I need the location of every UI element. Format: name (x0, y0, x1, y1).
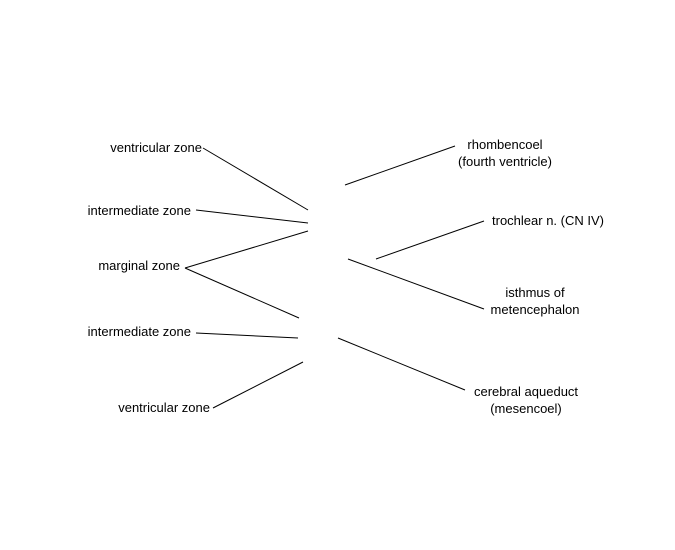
label-intermediate-zone-top: intermediate zone (88, 202, 191, 219)
label-text: ventricular zone (110, 140, 202, 155)
label-text: intermediate zone (87, 203, 191, 218)
leader-line-trochlear-nerve (375, 220, 485, 260)
leader-line-intermediate-zone-bottom (195, 332, 299, 339)
label-line: rhombencoel (467, 137, 543, 152)
label-line: metencephalon (490, 302, 580, 317)
label-line: isthmus of (505, 285, 565, 300)
label-text: intermediate zone (87, 324, 191, 339)
label-text: ventricular zone (118, 400, 210, 415)
leader-line-intermediate-zone-top (195, 209, 309, 224)
label-text: trochlear n. (CN IV) (492, 213, 604, 228)
label-ventricular-zone-bottom: ventricular zone (118, 399, 210, 416)
label-ventricular-zone-top: ventricular zone (110, 139, 202, 156)
label-trochlear-nerve: trochlear n. (CN IV) (492, 212, 604, 229)
leader-line-isthmus (347, 258, 485, 310)
label-text: marginal zone (98, 258, 180, 273)
label-intermediate-zone-bottom: intermediate zone (88, 323, 191, 340)
leader-line-ventricular-zone-bottom (212, 361, 304, 409)
label-line: (fourth ventricle) (458, 154, 552, 169)
label-cerebral-aqueduct: cerebral aqueduct (mesencoel) (474, 383, 578, 417)
leader-line-ventricular-zone-top (202, 147, 309, 211)
label-line: (mesencoel) (490, 401, 562, 416)
leader-line-rhombencoel (344, 145, 456, 186)
leader-line-marginal-zone-lower (184, 267, 300, 319)
label-rhombencoel: rhombencoel (fourth ventricle) (458, 136, 552, 170)
label-isthmus-of-metencephalon: isthmus of metencephalon (491, 284, 580, 318)
leader-line-cerebral-aqueduct (337, 337, 466, 391)
leader-line-marginal-zone-upper (184, 230, 309, 269)
label-line: cerebral aqueduct (473, 384, 579, 399)
label-marginal-zone: marginal zone (98, 257, 180, 274)
